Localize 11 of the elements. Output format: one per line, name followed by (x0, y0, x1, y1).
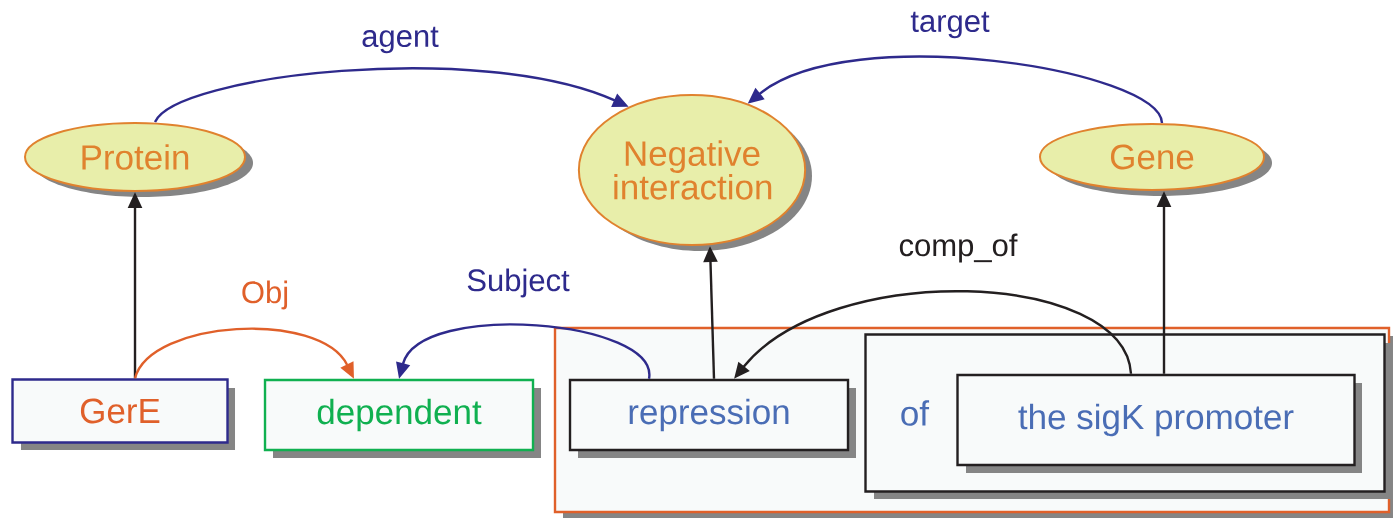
word-box: GerE (11, 378, 235, 450)
word-box: dependent (263, 378, 541, 458)
edge-label: target (910, 11, 990, 39)
arrow (396, 323, 651, 379)
edge-label: Obj (242, 280, 288, 310)
edge-label: agent (362, 26, 439, 54)
edge-label: comp_of (899, 233, 1018, 263)
phrase-box: the sigK promoter (956, 373, 1362, 473)
arrow (133, 327, 354, 379)
edge-label: Subject (467, 268, 570, 298)
word-box: repression (568, 378, 856, 458)
